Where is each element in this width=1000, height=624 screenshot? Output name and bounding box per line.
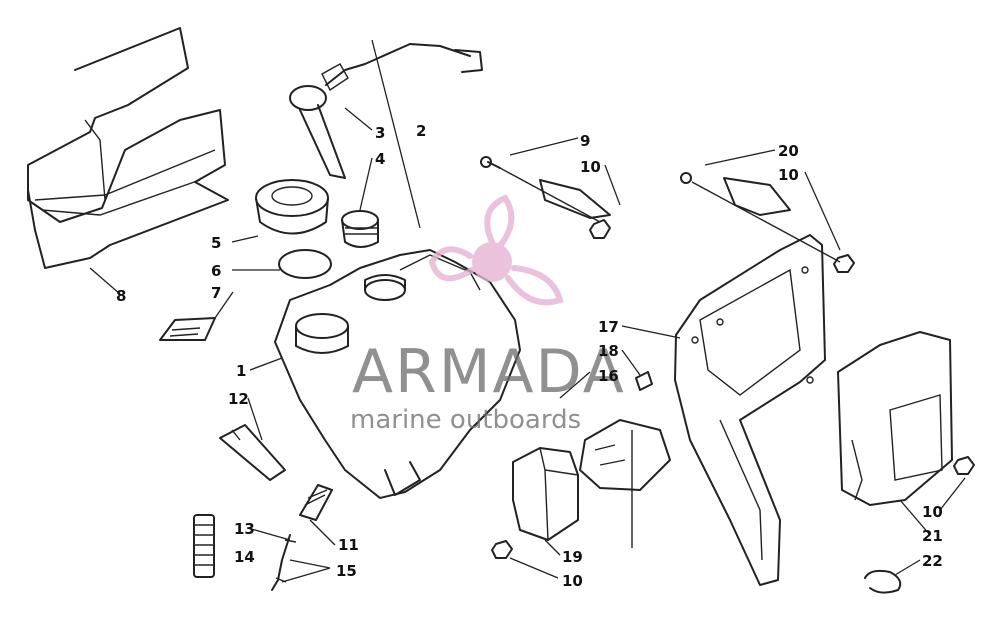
module-box-part	[512, 447, 579, 541]
fuel-gauge-sender-part	[289, 43, 483, 179]
callout-7: 7	[211, 284, 221, 302]
nut-10-part	[491, 219, 975, 559]
clip-part	[864, 569, 902, 594]
leader-lines	[89, 107, 966, 583]
shield-plate-part	[27, 27, 229, 269]
callout-13: 13	[234, 520, 255, 538]
callout-20: 20	[778, 142, 799, 160]
callout-14: 14	[234, 548, 255, 566]
callout-10-b: 10	[562, 572, 583, 590]
callout-10-a: 10	[580, 158, 601, 176]
callout-21: 21	[922, 527, 943, 545]
control-module-part	[837, 331, 953, 506]
callout-labels: 8 7 6 5 3 2 4 1 12 11 13 14 15 9 10 16 1…	[116, 122, 943, 590]
o-ring-part	[278, 249, 332, 279]
watermark-tagline: marine outboards	[350, 405, 581, 435]
mounting-bracket-part	[674, 234, 826, 586]
pump-assembly-part	[579, 419, 671, 548]
spring-part	[193, 514, 215, 578]
watermark-brand: ARMADA	[352, 337, 626, 407]
callout-5: 5	[211, 234, 221, 252]
callout-17: 17	[598, 318, 619, 336]
adapter-bushing-part	[341, 210, 379, 248]
callout-12: 12	[228, 390, 249, 408]
callout-2: 2	[416, 122, 426, 140]
screw-18-part	[635, 371, 653, 391]
callout-19: 19	[562, 548, 583, 566]
strap-part	[219, 424, 286, 481]
callout-16: 16	[598, 367, 619, 385]
callout-10-c: 10	[778, 166, 799, 184]
label-decal-part	[159, 317, 216, 341]
callout-8: 8	[116, 287, 126, 305]
callout-18: 18	[598, 342, 619, 360]
filler-cap-part	[255, 179, 329, 235]
tank-body-part	[274, 249, 521, 499]
callout-9: 9	[580, 132, 590, 150]
callout-22: 22	[922, 552, 943, 570]
armada-watermark	[428, 194, 564, 306]
callout-4: 4	[375, 150, 385, 168]
callout-1: 1	[236, 362, 246, 380]
fitting-part	[299, 484, 333, 521]
bolt-20-part	[680, 172, 841, 263]
callout-15: 15	[336, 562, 357, 580]
callout-6: 6	[211, 262, 221, 280]
bracket-line-2	[371, 39, 421, 229]
callout-10-d: 10	[922, 503, 943, 521]
callout-3: 3	[375, 124, 385, 142]
bolt-9-part	[480, 156, 611, 223]
callout-11: 11	[338, 536, 359, 554]
